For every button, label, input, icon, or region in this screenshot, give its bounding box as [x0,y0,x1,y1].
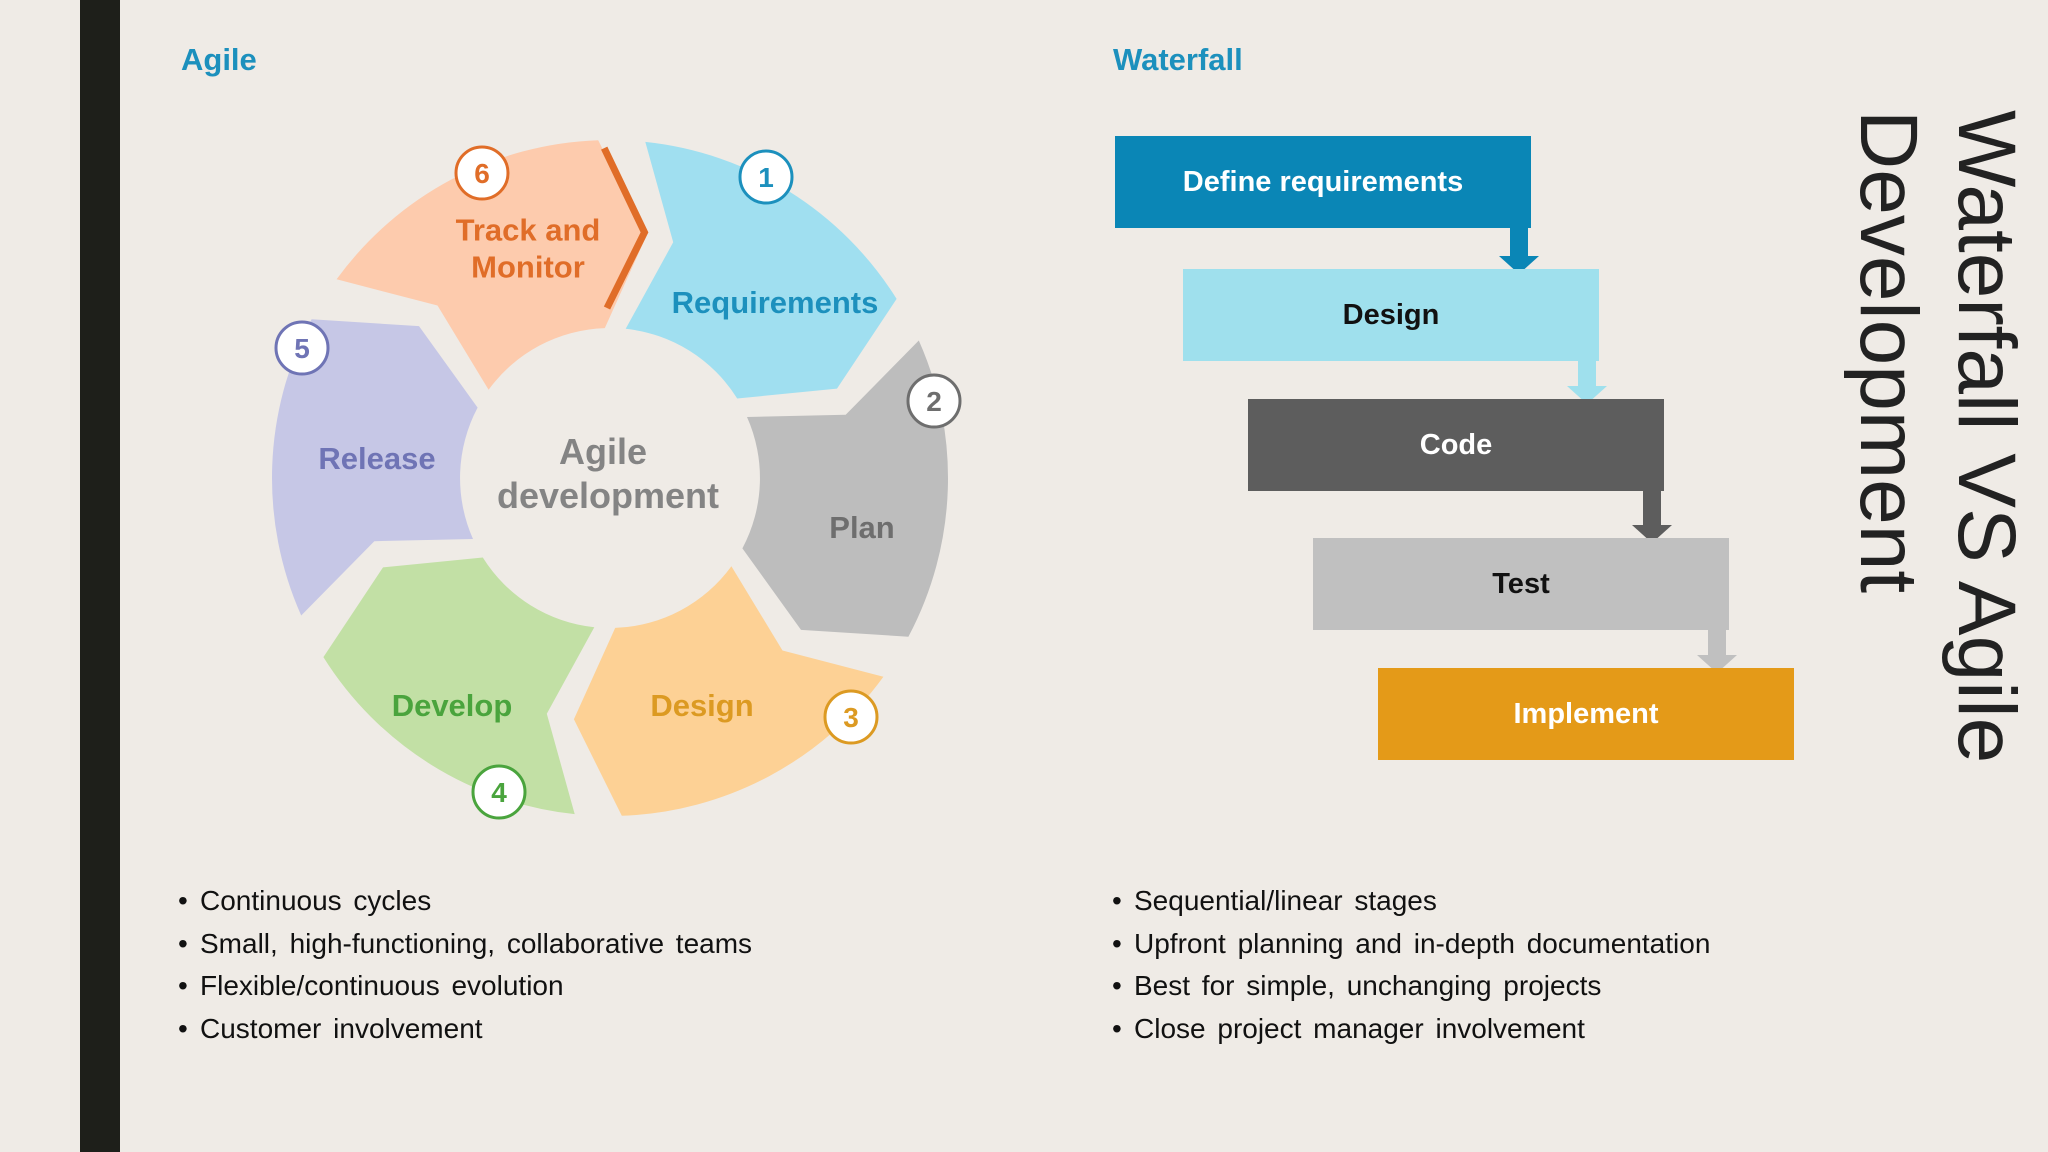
track-monitor-accent-chevron [601,146,649,310]
cycle-segment [742,340,949,637]
cycle-segment-label: Plan [829,510,894,545]
waterfall-step-label: Define requirements [1182,165,1464,198]
cycle-segment [625,141,897,399]
cycle-center-line-1: Agile [559,431,647,472]
agile-bullet: Customer involvement [178,1008,752,1051]
slide-title-line-1: Waterfall VS Agile [1941,110,2032,764]
side-accent-bar [80,0,120,1152]
waterfall-step-label: Code [1419,428,1493,461]
cycle-segment-label: Requirements [672,285,879,320]
step-number-badge [906,373,962,429]
cycle-segment [336,140,647,390]
waterfall-step-box: Define requirements [1115,136,1531,228]
down-arrow-icon [1697,629,1737,673]
waterfall-bullet: Best for simple, unchanging projects [1112,965,1710,1008]
cycle-segment-label-line: Track and [456,213,601,248]
waterfall-heading: Waterfall [1113,42,1243,77]
step-number-badge [823,689,879,745]
cycle-segment-label-line: Design [650,688,753,723]
cycle-segment-label-line: Monitor [471,250,585,285]
cycle-segment-label: Develop [392,688,513,723]
cycle-segment-label: Release [318,441,435,476]
cycle-segment-label-line: Plan [829,510,894,545]
cycle-segments [271,140,949,816]
cycle-segment [573,566,884,816]
waterfall-bullet: Close project manager involvement [1112,1008,1710,1051]
waterfall-bullet: Upfront planning and in-depth documentat… [1112,923,1710,966]
step-number: 4 [491,777,507,808]
step-number: 3 [843,702,859,733]
step-number-badge [454,145,510,201]
agile-bullet: Flexible/continuous evolution [178,965,752,1008]
cycle-step-badges: 1 2 3 4 5 6 [274,145,962,820]
cycle-center-label: Agile development [497,431,719,516]
agile-bullet-list: Continuous cycles Small, high-functionin… [178,880,752,1050]
cycle-segment-label-line: Requirements [672,285,879,320]
step-number-badge [738,149,794,205]
waterfall-bullet: Sequential/linear stages [1112,880,1710,923]
cycle-center-line-2: development [497,475,719,516]
agile-bullet: Continuous cycles [178,880,752,923]
step-number: 5 [294,333,310,364]
step-number: 6 [474,158,490,189]
cycle-segment-label-line: Release [318,441,435,476]
agile-bullet: Small, high-functioning, collaborative t… [178,923,752,966]
waterfall-step-label: Implement [1513,697,1659,730]
waterfall-bullet-list: Sequential/linear stages Upfront plannin… [1112,880,1710,1050]
step-number: 1 [758,162,774,193]
waterfall-step-label: Design [1342,298,1440,331]
down-arrow-icon [1632,490,1672,543]
waterfall-step-box: Test [1313,538,1729,630]
waterfall-step-box: Implement [1378,668,1794,760]
waterfall-step-label: Test [1492,567,1550,600]
step-number-badge [274,320,330,376]
down-arrow-icon [1567,360,1607,404]
cycle-segment-label-line: Develop [392,688,513,723]
slide-title-line-2: Development [1843,110,1934,594]
cycle-segment-label: Design [650,688,753,723]
agile-heading: Agile [181,42,257,77]
waterfall-step-box: Code [1248,399,1664,491]
down-arrow-icon [1499,227,1539,274]
step-number: 2 [926,386,942,417]
cycle-segment [323,557,595,815]
cycle-segment [271,319,478,616]
step-number-badge [471,764,527,820]
waterfall-step-box: Design [1183,269,1599,361]
